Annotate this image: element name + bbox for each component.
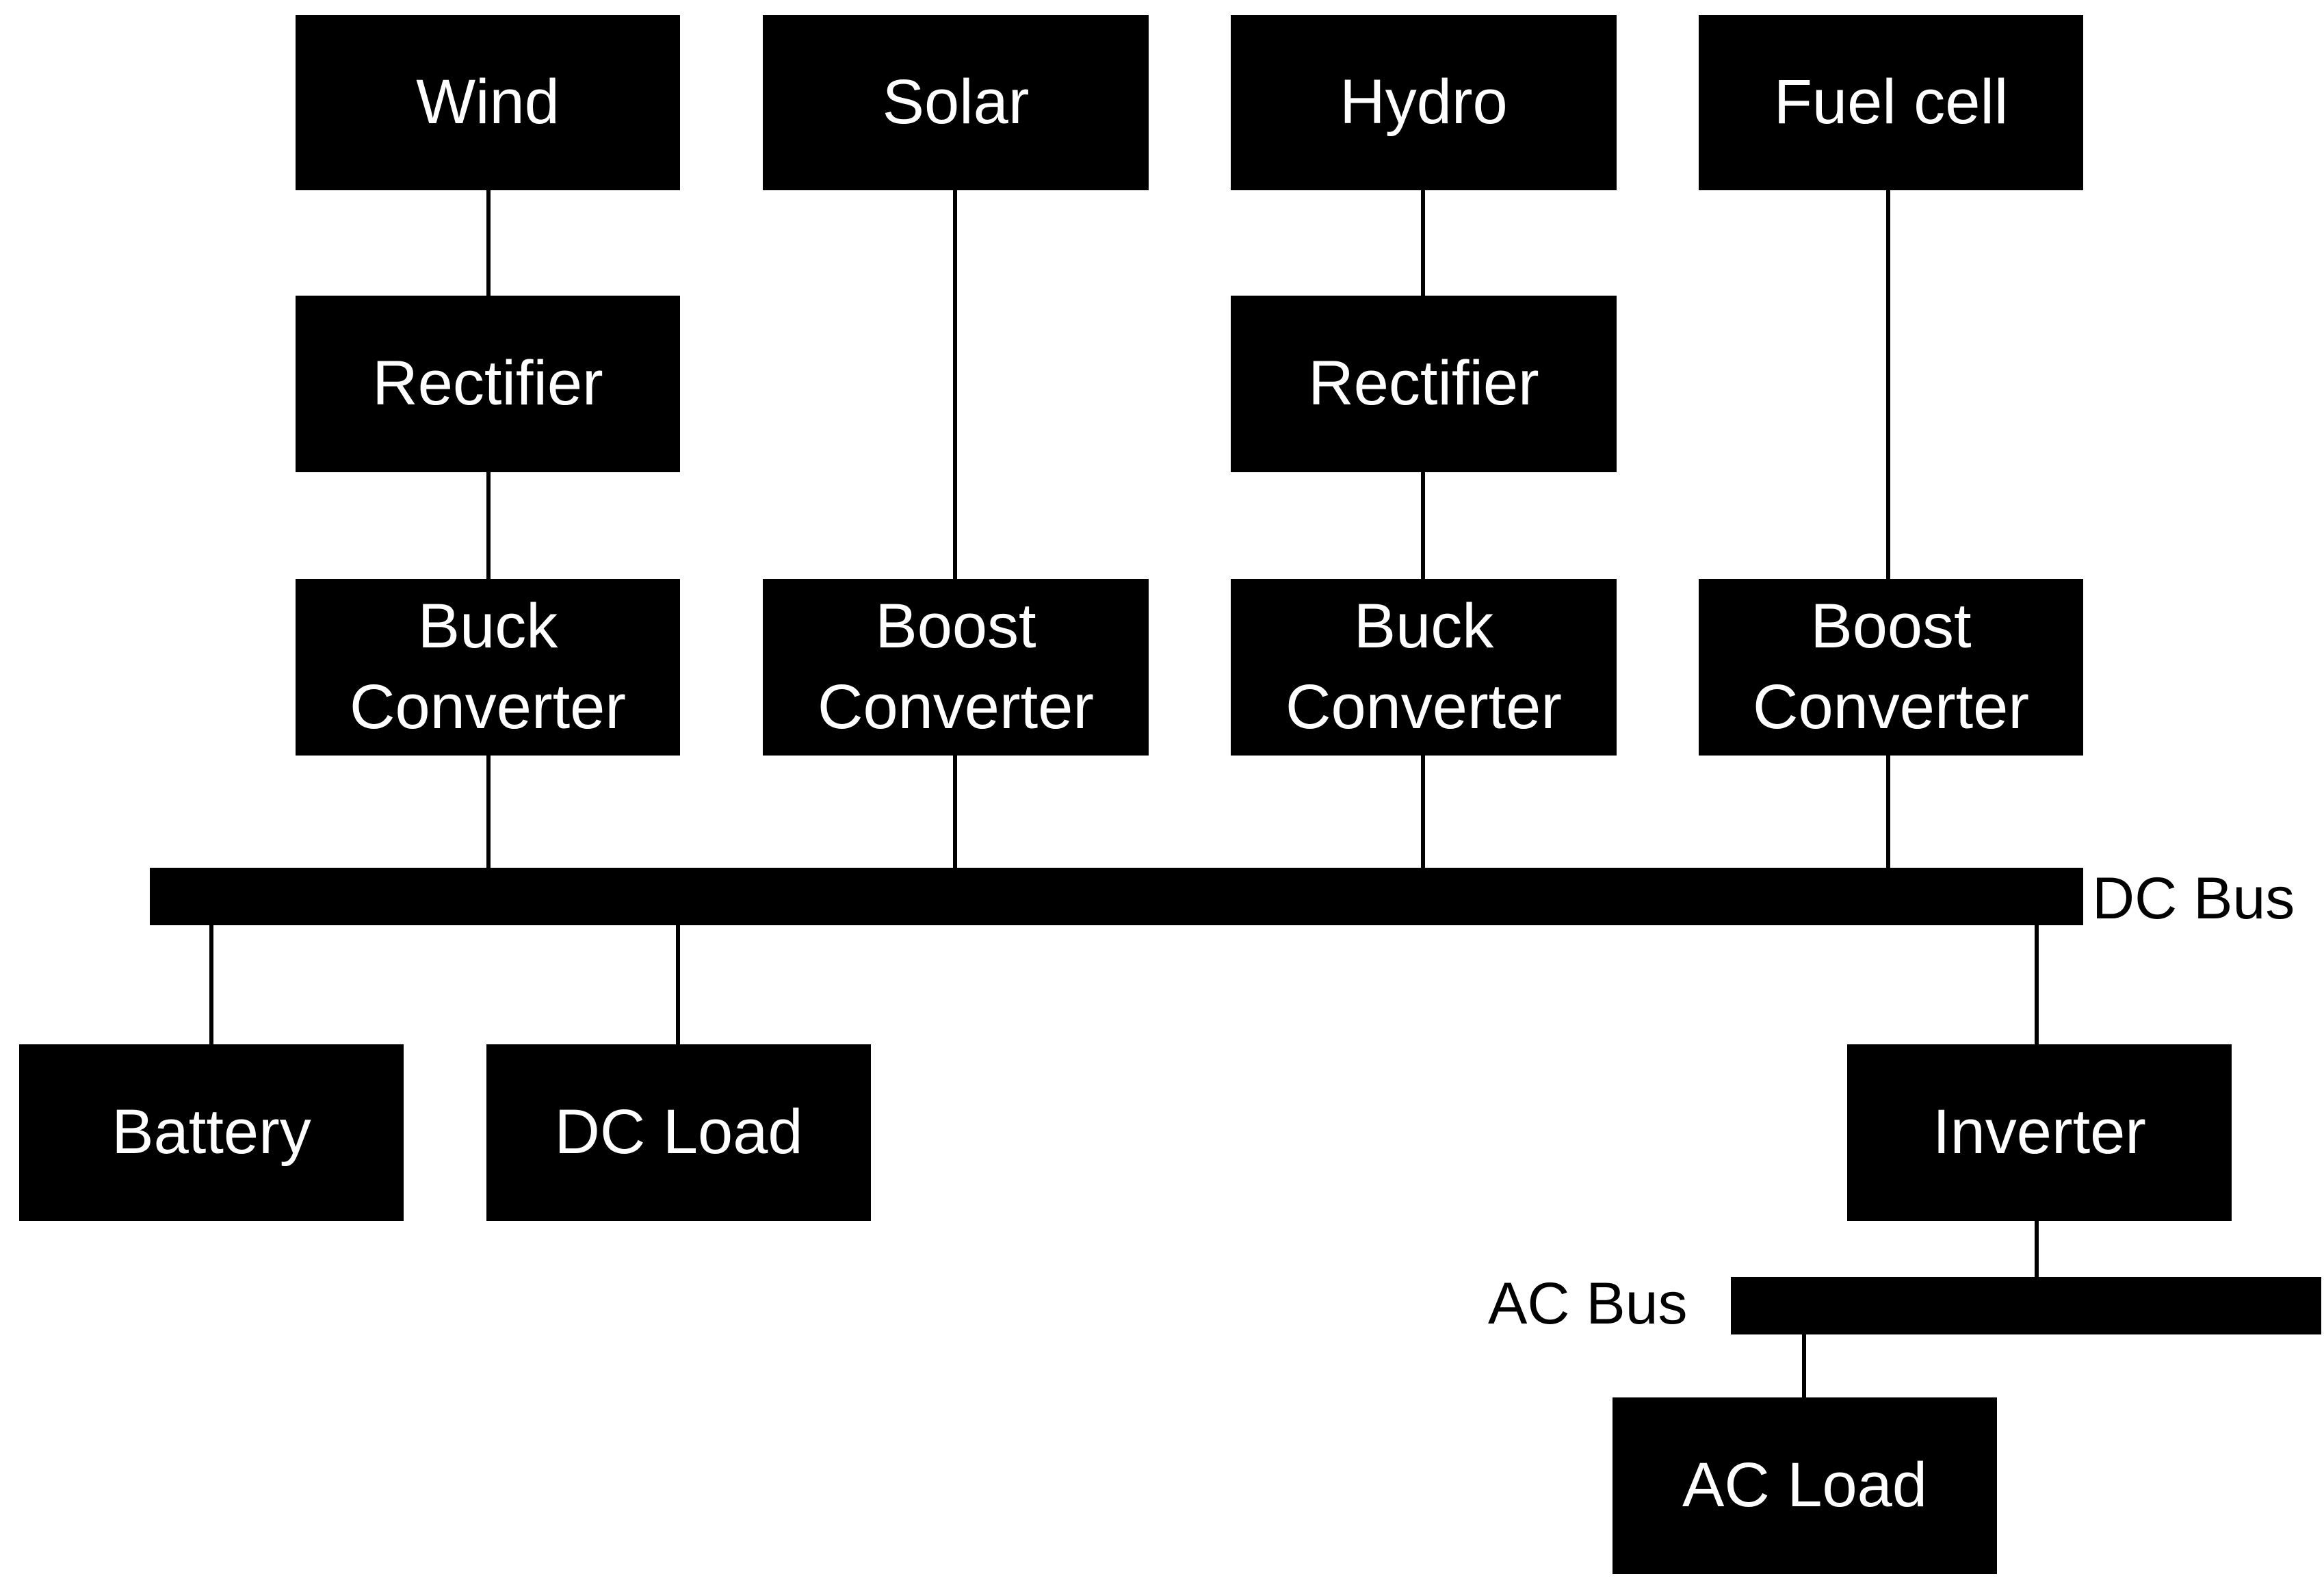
rectifier-hydro-label: Rectifier — [1308, 348, 1539, 419]
inverter-block: Inverter — [1847, 1044, 2232, 1221]
wire-rectifier-buck-hydro — [1421, 471, 1425, 580]
ac-load-label: AC Load — [1682, 1450, 1928, 1521]
wire-solar-boost — [953, 189, 957, 580]
fuel-cell-label: Fuel cell — [1773, 67, 2009, 138]
wire-dcbus-battery — [209, 924, 213, 1046]
boost-converter-fuelcell-line1: Boost — [1810, 591, 1972, 662]
wire-rectifier-buck-wind — [486, 471, 491, 580]
wire-acbus-acload — [1802, 1333, 1806, 1399]
rectifier-hydro-block: Rectifier — [1231, 296, 1617, 472]
boost-converter-fuelcell-line2: Converter — [1753, 672, 2029, 742]
buck-converter-hydro-line1: Buck — [1353, 591, 1494, 662]
wire-boost-dcbus-solar — [953, 754, 957, 869]
solar-label: Solar — [882, 67, 1030, 138]
rectifier-wind-label: Rectifier — [372, 348, 603, 419]
ac-bus-bar — [1731, 1277, 2321, 1334]
ac-bus-label: AC Bus — [1488, 1271, 1688, 1337]
buck-converter-wind-line2: Converter — [350, 672, 626, 742]
boost-converter-fuelcell-block: Boost Converter — [1699, 579, 2083, 756]
buck-converter-wind-block: Buck Converter — [296, 579, 680, 756]
solar-block: Solar — [763, 15, 1149, 190]
wind-block: Wind — [296, 15, 680, 190]
wind-label: Wind — [416, 67, 560, 138]
wire-dcbus-inverter — [2035, 924, 2039, 1046]
dc-bus-label: DC Bus — [2092, 866, 2295, 931]
wire-inverter-acbus — [2035, 1220, 2039, 1277]
wire-wind-rectifier — [486, 189, 491, 297]
ac-load-block: AC Load — [1613, 1397, 1997, 1574]
battery-block: Battery — [19, 1044, 404, 1221]
buck-converter-hydro-line2: Converter — [1285, 672, 1562, 742]
wire-hydro-rectifier — [1421, 189, 1425, 297]
hydro-label: Hydro — [1340, 67, 1508, 138]
rectifier-wind-block: Rectifier — [296, 296, 680, 472]
dc-load-block: DC Load — [486, 1044, 871, 1221]
hydro-block: Hydro — [1231, 15, 1617, 190]
wire-buck-dcbus-hydro — [1421, 754, 1425, 869]
boost-converter-solar-line2: Converter — [818, 672, 1094, 742]
wire-buck-dcbus-wind — [486, 754, 491, 869]
fuel-cell-block: Fuel cell — [1699, 15, 2083, 190]
buck-converter-hydro-block: Buck Converter — [1231, 579, 1617, 756]
boost-converter-solar-block: Boost Converter — [763, 579, 1149, 756]
dc-load-label: DC Load — [554, 1097, 803, 1167]
wire-boost-dcbus-fuelcell — [1886, 754, 1890, 869]
battery-label: Battery — [112, 1097, 311, 1167]
dc-bus-bar — [150, 868, 2083, 925]
wire-fuelcell-boost — [1886, 189, 1890, 580]
inverter-label: Inverter — [1933, 1097, 2146, 1167]
boost-converter-solar-line1: Boost — [875, 591, 1036, 662]
wire-dcbus-dcload — [676, 924, 680, 1046]
buck-converter-wind-line1: Buck — [417, 591, 558, 662]
